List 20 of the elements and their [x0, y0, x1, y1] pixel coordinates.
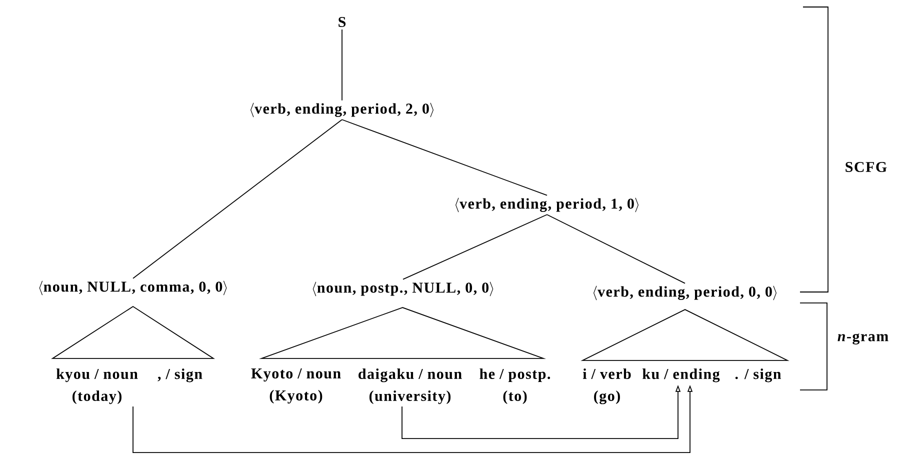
word-label: , / sign — [158, 368, 202, 382]
tree-node-label: S — [338, 16, 346, 28]
word-label: daigaku / noun (university) — [358, 368, 462, 404]
tree-branch — [546, 214, 686, 284]
tree-node-label: ⟨verb, ending, period, 2, 0⟩ — [250, 102, 434, 118]
word-label: he / postp. (to) — [480, 368, 550, 404]
tree-node-label: ⟨verb, ending, period, 1, 0⟩ — [456, 198, 638, 212]
word-label: kyou / noun (today) — [56, 368, 138, 404]
word-label: ku / ending — [642, 368, 720, 382]
tree-node-label: ⟨noun, postp., NULL, 0, 0⟩ — [312, 282, 494, 296]
word-label: . / sign — [735, 368, 782, 382]
tree-branch — [132, 119, 342, 279]
word-label: i / verb (go) — [582, 368, 631, 404]
tree-branch — [402, 214, 548, 280]
tree-node-label: ⟨verb, ending, period, 0, 0⟩ — [594, 286, 776, 300]
tree-node-label: ⟨noun, NULL, comma, 0, 0⟩ — [39, 280, 227, 296]
word-label: Kyoto / noun (Kyoto) — [251, 368, 341, 404]
bracket-label: n-gram — [838, 333, 888, 344]
bracket-label: SCFG — [846, 162, 887, 172]
tree-branch — [342, 119, 548, 196]
